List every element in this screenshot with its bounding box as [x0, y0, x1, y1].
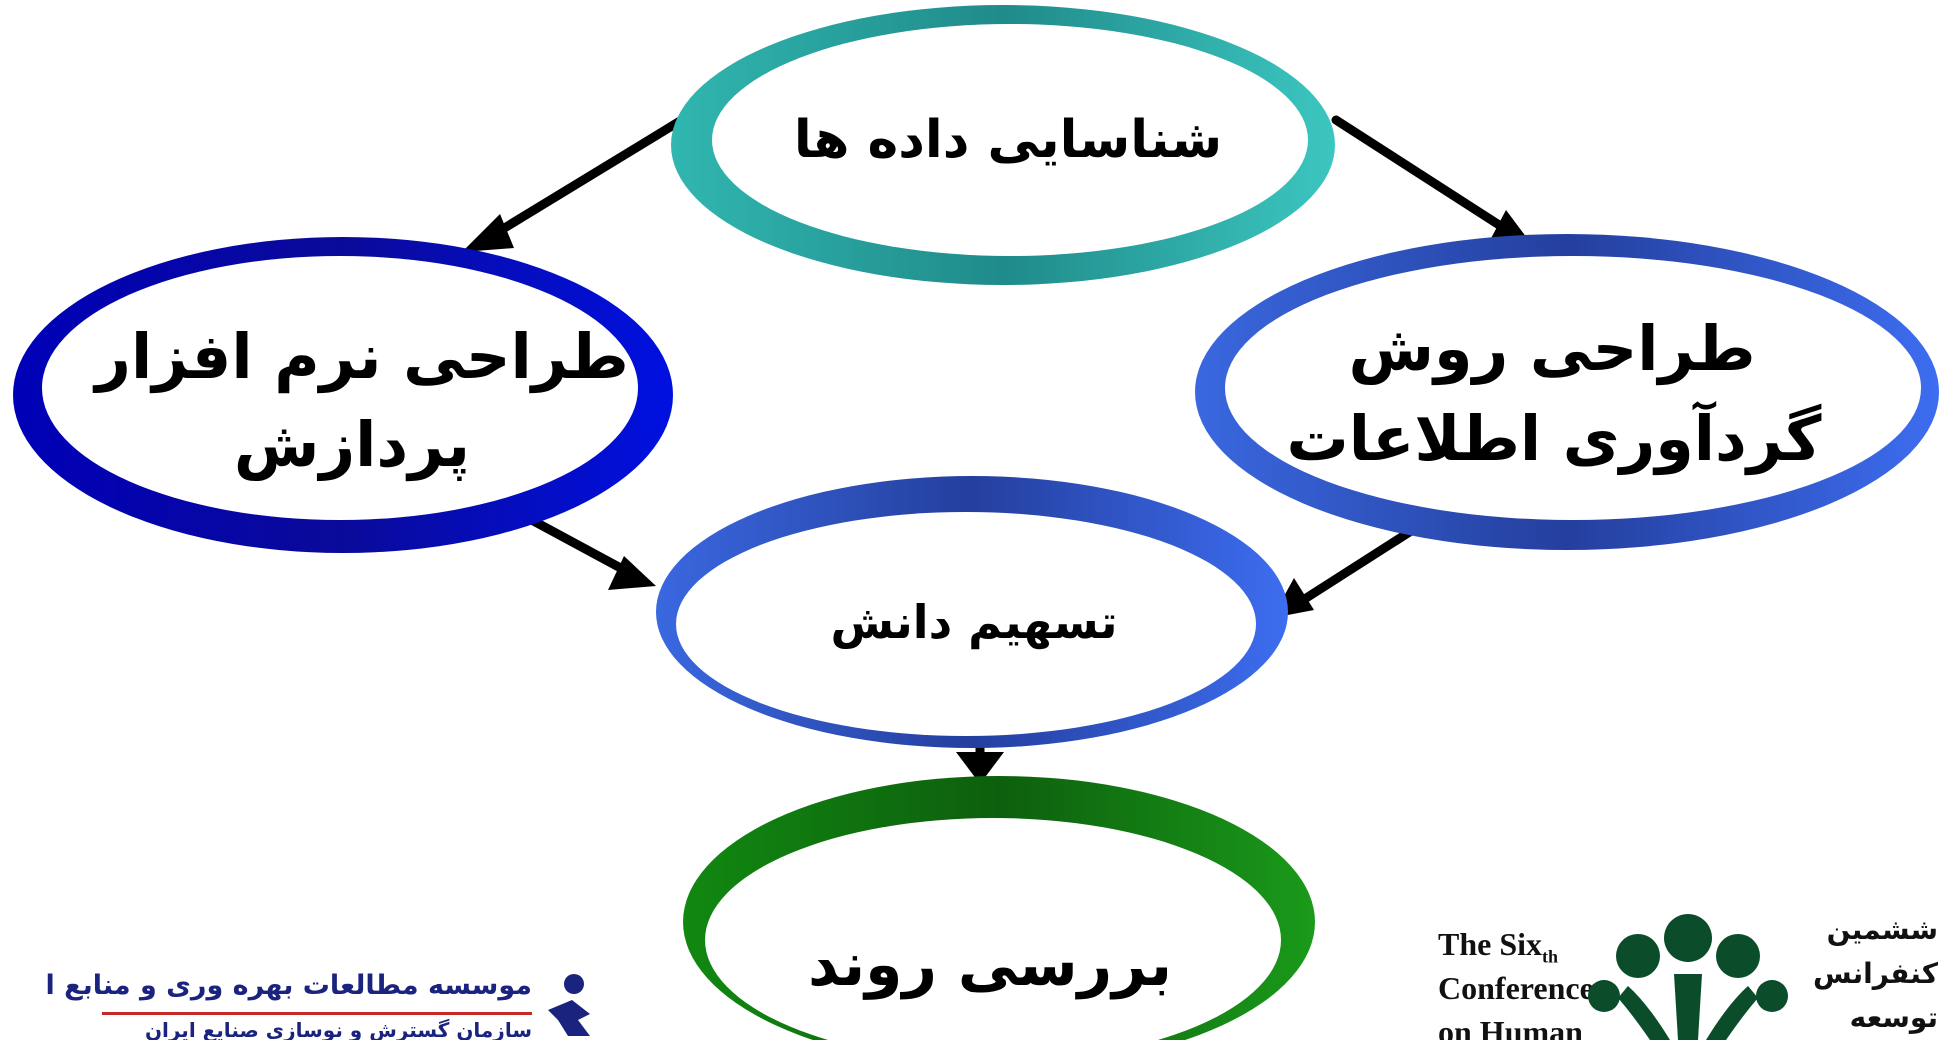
node-trend-review: بررسی روند [683, 776, 1315, 1040]
arrow-identification-to-software [483, 113, 690, 243]
node-collection-method: طراحی روش گردآوری اطلاعات [1195, 234, 1939, 550]
institute-divider [102, 1012, 532, 1015]
arrowhead-review [956, 752, 1004, 784]
node-software-design-line2: پردازش [234, 408, 470, 481]
arrow-software-to-sharing [523, 513, 633, 577]
node-software-design: طراحی نرم افزار پردازش [13, 237, 673, 553]
node-knowledge-sharing: تسهیم دانش [656, 476, 1288, 748]
institute-emblem-icon [548, 974, 590, 1036]
node-collection-method-line2: گردآوری اطلاعات [1287, 400, 1823, 475]
arrow-collection-to-sharing [1295, 519, 1427, 607]
conference-logo: The Sixth Conference on Human ششمین کنفر… [1432, 900, 1942, 1040]
conference-en-line2: Conference [1438, 970, 1594, 1006]
arrowhead-software [462, 214, 514, 252]
conference-fa-line1: ششمین [1826, 913, 1938, 946]
conference-people-emblem-icon [1588, 914, 1788, 1040]
node-software-design-line1: طراحی نرم افزار [92, 320, 628, 394]
node-collection-method-line1: طراحی روش [1349, 312, 1756, 385]
institute-subtitle: سازمان گسترش و نوسازی صنایع ایران [144, 1018, 532, 1040]
arrows [462, 113, 1536, 784]
conference-fa-line2: کنفرانس [1813, 957, 1938, 990]
node-data-identification-label: شناسایی داده ها [794, 110, 1222, 170]
arrowhead-sharing-left [608, 556, 656, 590]
institute-logo: موسسه مطالعات بهره وری و منابع انسانی سا… [44, 968, 604, 1040]
conference-en-line3: on Human [1438, 1014, 1583, 1040]
conference-en-line1: The Sixth [1438, 926, 1559, 967]
institute-name: موسسه مطالعات بهره وری و منابع انسانی [44, 970, 532, 1001]
arrow-identification-to-collection [1331, 115, 1515, 237]
node-knowledge-sharing-label: تسهیم دانش [831, 595, 1118, 649]
node-trend-review-label: بررسی روند [808, 930, 1172, 1000]
conference-fa-line3: توسعه [1849, 1001, 1938, 1034]
node-data-identification: شناسایی داده ها [671, 5, 1335, 285]
